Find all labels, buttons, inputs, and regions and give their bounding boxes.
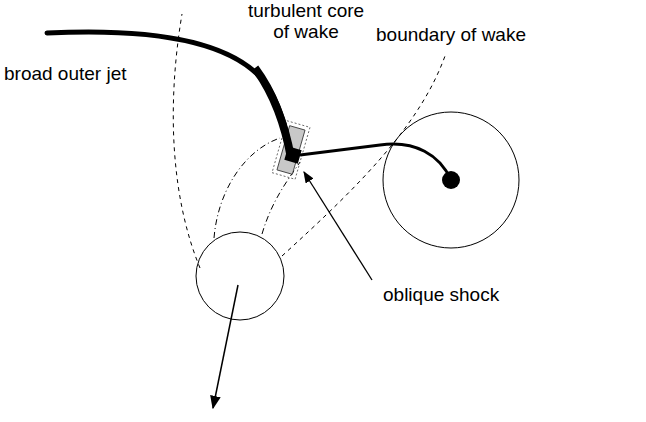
shock-region <box>272 121 310 180</box>
wake-boundary-right <box>282 56 445 256</box>
star-circle <box>383 112 519 248</box>
core-label: turbulent core of wake <box>240 0 372 42</box>
companion-circle <box>196 232 284 320</box>
pulsar-jet <box>300 144 451 180</box>
shock-label: oblique shock <box>383 284 499 305</box>
compact-object <box>442 171 460 189</box>
shocked-jet <box>284 146 301 163</box>
core-boundary-left <box>214 138 280 238</box>
boundary-label: boundary of wake <box>376 24 526 45</box>
outer-jet-thick <box>255 68 291 158</box>
core-boundary-right <box>262 162 300 234</box>
shock-leader <box>304 172 372 280</box>
wake-boundary-left <box>173 14 200 268</box>
outer-jet <box>47 32 291 158</box>
motion-arrow <box>213 285 238 408</box>
jet-label: broad outer jet <box>4 63 127 84</box>
